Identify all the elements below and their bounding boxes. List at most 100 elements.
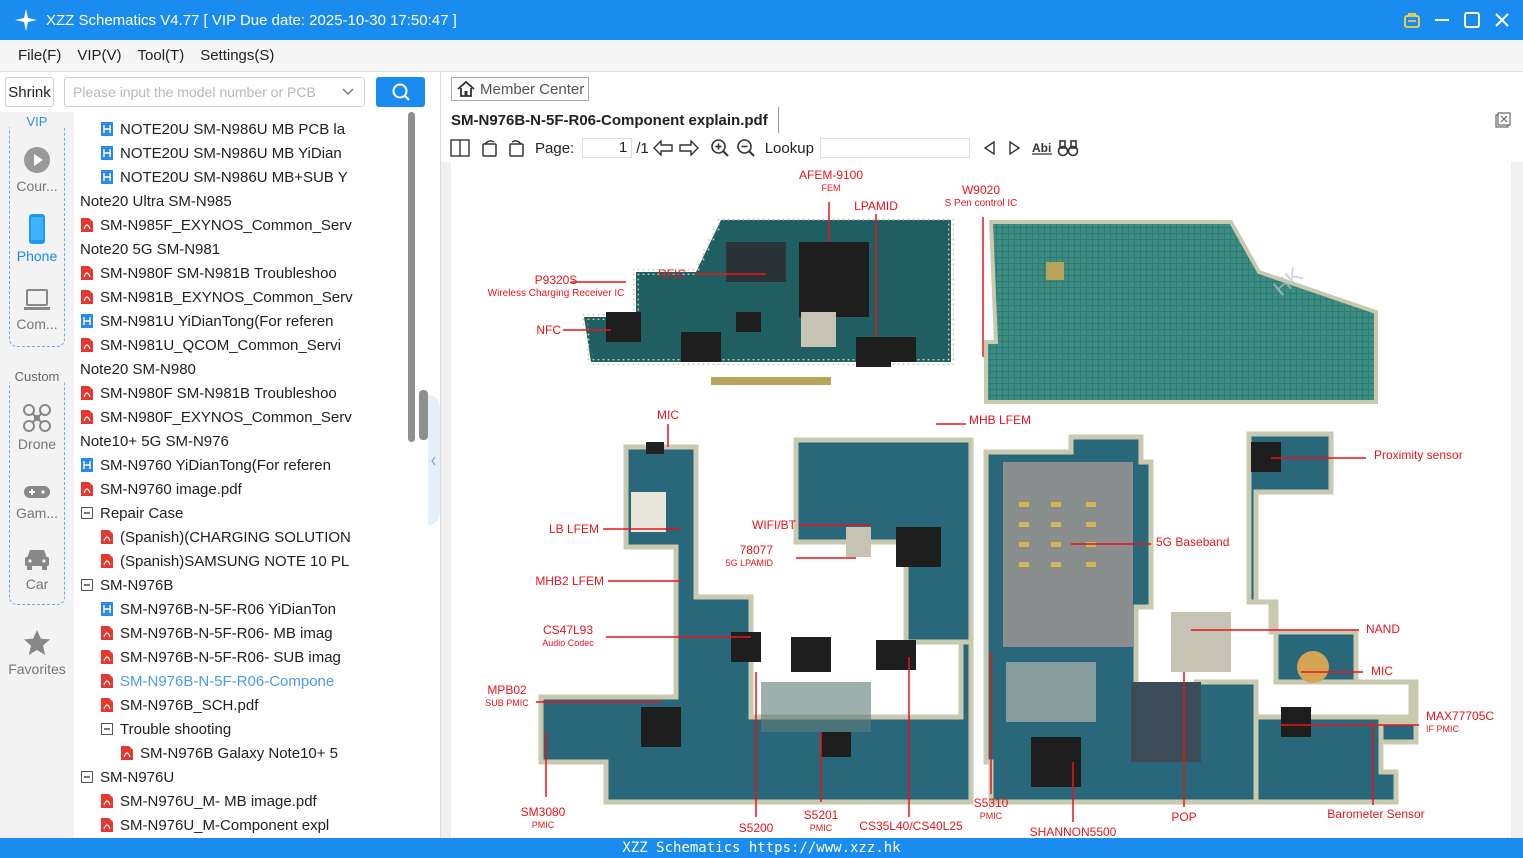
tree-folder[interactable]: Note10+ 5G SM-N976	[74, 429, 229, 453]
component-sublabel: FEM	[822, 183, 841, 193]
pdf-file-icon	[101, 650, 113, 664]
sidebar-item-gaming[interactable]: Gam...	[0, 482, 74, 521]
pane-splitter-handle[interactable]	[428, 395, 440, 525]
sidebar-item-car[interactable]: Car	[0, 545, 74, 592]
search-button[interactable]	[376, 77, 425, 107]
tree-file[interactable]: NOTE20U SM-N986U MB+SUB Y	[100, 165, 348, 189]
tree-folder[interactable]: Note20 SM-N980	[74, 357, 196, 381]
component-label: LB LFEM	[549, 522, 599, 536]
tree-file[interactable]: SM-N981U YiDianTong(For referen	[80, 309, 333, 333]
tree-file[interactable]: SM-N976B-N-5F-R06- MB imag	[100, 621, 333, 645]
chevron-left-icon	[431, 456, 436, 466]
tree-item-label: SM-N985F_EXYNOS_Common_Serv	[100, 216, 352, 234]
tree-file[interactable]: SM-N976B_SCH.pdf	[100, 693, 258, 717]
zoom-out-icon[interactable]	[735, 138, 757, 158]
sidebar-item-label: Gam...	[15, 505, 58, 521]
tree-item-label: SM-N9760 YiDianTong(For referen	[100, 456, 331, 474]
close-icon[interactable]	[1493, 11, 1511, 29]
tree-file[interactable]: NOTE20U SM-N986U MB PCB la	[100, 117, 345, 141]
member-center-label: Member Center	[480, 80, 585, 98]
tree-item-label: Trouble shooting	[120, 720, 232, 738]
sidebar-item-label: Com...	[16, 316, 58, 332]
sidebar-item-label: Cour...	[16, 178, 58, 194]
tree-file[interactable]: SM-N985F_EXYNOS_Common_Serv	[80, 213, 352, 237]
menu-tool[interactable]: Tool(T)	[137, 47, 185, 64]
tree-scrollbar-thumb[interactable]	[408, 112, 415, 442]
collapse-icon[interactable]	[100, 721, 114, 737]
pcb-bottom-right	[1246, 431, 1419, 805]
document-tab[interactable]: SM-N976B-N-5F-R06-Component explain.pdf	[451, 107, 779, 133]
tree-file[interactable]: SM-N980F_EXYNOS_Common_Serv	[80, 405, 352, 429]
tree-item-label: NOTE20U SM-N986U MB PCB la	[120, 120, 346, 138]
tree-file[interactable]: SM-N976B-N-5F-R06-Compone	[100, 669, 334, 693]
tree-scrollbar[interactable]	[407, 112, 419, 838]
minimize-icon[interactable]	[1433, 11, 1451, 29]
pdf-file-icon	[101, 554, 113, 568]
next-page-icon[interactable]	[677, 138, 701, 158]
find-previous-icon[interactable]	[980, 138, 998, 158]
component-label: S5310	[974, 796, 1009, 810]
pdf-file-icon	[101, 530, 113, 544]
pdf-file-icon	[81, 266, 93, 280]
pdf-file-icon	[101, 818, 113, 832]
tree-folder[interactable]: SM-N976U	[80, 765, 174, 789]
tree-folder[interactable]: Note20 Ultra SM-N985	[74, 189, 232, 213]
rotate-right-icon[interactable]	[505, 138, 527, 158]
search-input[interactable]	[65, 78, 327, 106]
tree-folder[interactable]: Trouble shooting	[100, 717, 231, 741]
tree-file[interactable]: SM-N976B Galaxy Note10+ 5	[120, 741, 338, 765]
sidebar-item-computer[interactable]: Com...	[0, 287, 74, 332]
menu-vip[interactable]: VIP(V)	[77, 47, 122, 64]
previous-page-icon[interactable]	[651, 138, 675, 158]
tree-item-label: SM-N976U	[100, 768, 175, 786]
maximize-icon[interactable]	[1463, 11, 1481, 29]
tree-file[interactable]: NOTE20U SM-N986U MB YiDian	[100, 141, 342, 165]
sidebar-item-courses[interactable]: Cour...	[0, 145, 74, 194]
tree-file[interactable]: SM-N980F SM-N981B Troubleshoo	[80, 261, 337, 285]
tree-file[interactable]: SM-N9760 YiDianTong(For referen	[80, 453, 331, 477]
tree-file[interactable]: (Spanish)SAMSUNG NOTE 10 PL	[100, 549, 349, 573]
component-sublabel: 5G LPAMID	[726, 558, 774, 568]
close-tab-icon[interactable]	[1495, 112, 1511, 128]
tree-folder[interactable]: SM-N976B	[80, 573, 173, 597]
page-number-input[interactable]: 1	[582, 138, 633, 158]
car-icon	[25, 550, 49, 570]
tree-item-label: SM-N980F SM-N981B Troubleshoo	[100, 264, 337, 282]
member-center-button[interactable]: Member Center	[451, 77, 589, 101]
tree-file[interactable]: SM-N976U_M- MB image.pdf	[100, 789, 317, 813]
search-combobox[interactable]	[64, 77, 365, 107]
collapse-icon[interactable]	[80, 577, 94, 593]
menu-settings[interactable]: Settings(S)	[200, 47, 275, 64]
tree-file[interactable]: SM-N976B-N-5F-R06- SUB imag	[100, 645, 341, 669]
tree-scrollbar-thumb-secondary[interactable]	[419, 390, 428, 440]
chevron-down-icon[interactable]	[341, 85, 355, 99]
binoculars-icon[interactable]	[1056, 138, 1080, 158]
collapse-icon[interactable]	[80, 505, 94, 521]
tree-folder[interactable]: Repair Case	[80, 501, 183, 525]
component-label: S5200	[739, 821, 774, 835]
tree-file[interactable]: SM-N981B_EXYNOS_Common_Serv	[80, 285, 353, 309]
tree-file[interactable]: SM-N981U_QCOM_Common_Servi	[80, 333, 341, 357]
find-next-icon[interactable]	[1006, 138, 1024, 158]
tree-folder[interactable]: Note20 5G SM-N981	[74, 237, 220, 261]
shrink-button[interactable]: Shrink	[5, 77, 54, 107]
tree-file[interactable]: SM-N976U_M-Component expl	[100, 813, 329, 837]
collapse-icon[interactable]	[80, 769, 94, 785]
tree-file[interactable]: SM-N9760 image.pdf	[80, 477, 242, 501]
sidebar-item-drone[interactable]: Drone	[0, 403, 74, 452]
tree-file[interactable]: (Spanish)(CHARGING SOLUTION	[100, 525, 351, 549]
menu-file[interactable]: File(F)	[18, 47, 62, 64]
tree-item-label: SM-N976U_M- MB image.pdf	[120, 792, 317, 810]
match-case-icon[interactable]: Abi	[1030, 138, 1054, 158]
tree-file[interactable]: SM-N980F SM-N981B Troubleshoo	[80, 381, 337, 405]
zoom-in-icon[interactable]	[709, 138, 731, 158]
sidebar-item-phone[interactable]: Phone	[0, 213, 74, 264]
pcb-file-icon	[101, 122, 113, 136]
sidebar-item-favorites[interactable]: Favorites	[0, 628, 74, 677]
toggle-sidebar-icon[interactable]	[449, 138, 471, 158]
drone-icon	[23, 404, 51, 432]
lookup-input[interactable]	[819, 138, 970, 158]
tree-file[interactable]: SM-N976B-N-5F-R06 YiDianTon	[100, 597, 336, 621]
rotate-left-icon[interactable]	[479, 138, 501, 158]
vip-bag-icon[interactable]	[1403, 11, 1421, 29]
